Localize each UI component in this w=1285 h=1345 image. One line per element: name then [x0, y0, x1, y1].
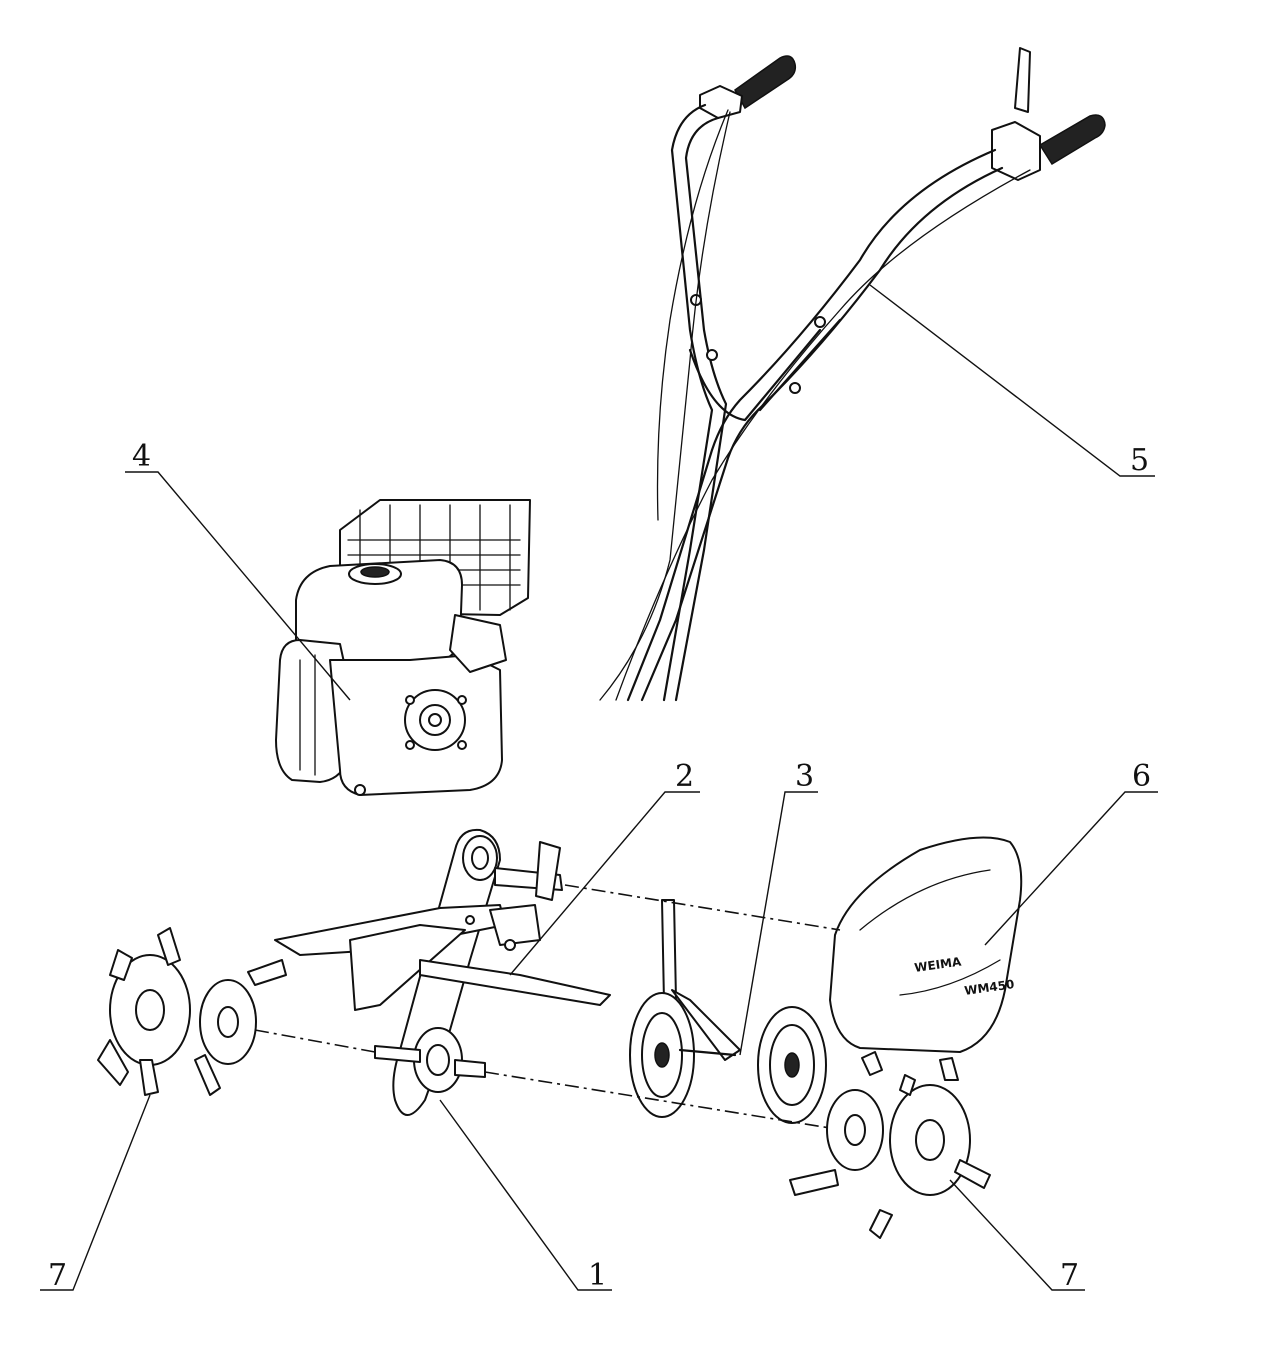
tine-left-part [97, 927, 287, 1096]
callout-2: 2 [675, 759, 694, 794]
tine-right-part [789, 1051, 991, 1239]
callout-3: 3 [795, 759, 814, 794]
wheel-assembly-part [629, 899, 827, 1124]
assembly-line-upper [564, 884, 841, 931]
callout-7-left: 7 [48, 1258, 67, 1293]
cover-model-text: WM450 [963, 977, 1015, 998]
assembly-line-left [254, 1029, 376, 1053]
left-grip [699, 55, 797, 119]
leader-lines [40, 284, 1158, 1291]
cover-part: WEIMA WM450 [829, 836, 1023, 1053]
assembly-line-lower [484, 1071, 831, 1129]
cover-brand-text: WEIMA [913, 954, 962, 975]
callout-1: 1 [588, 1258, 607, 1293]
callout-5: 5 [1130, 443, 1149, 478]
callout-7-right: 7 [1060, 1258, 1079, 1293]
engine-part [275, 499, 531, 796]
depth-bar-part [274, 904, 611, 1011]
right-grip [991, 47, 1106, 181]
callout-6: 6 [1132, 759, 1151, 794]
callout-4: 4 [132, 439, 151, 474]
handlebar-part [599, 47, 1106, 702]
